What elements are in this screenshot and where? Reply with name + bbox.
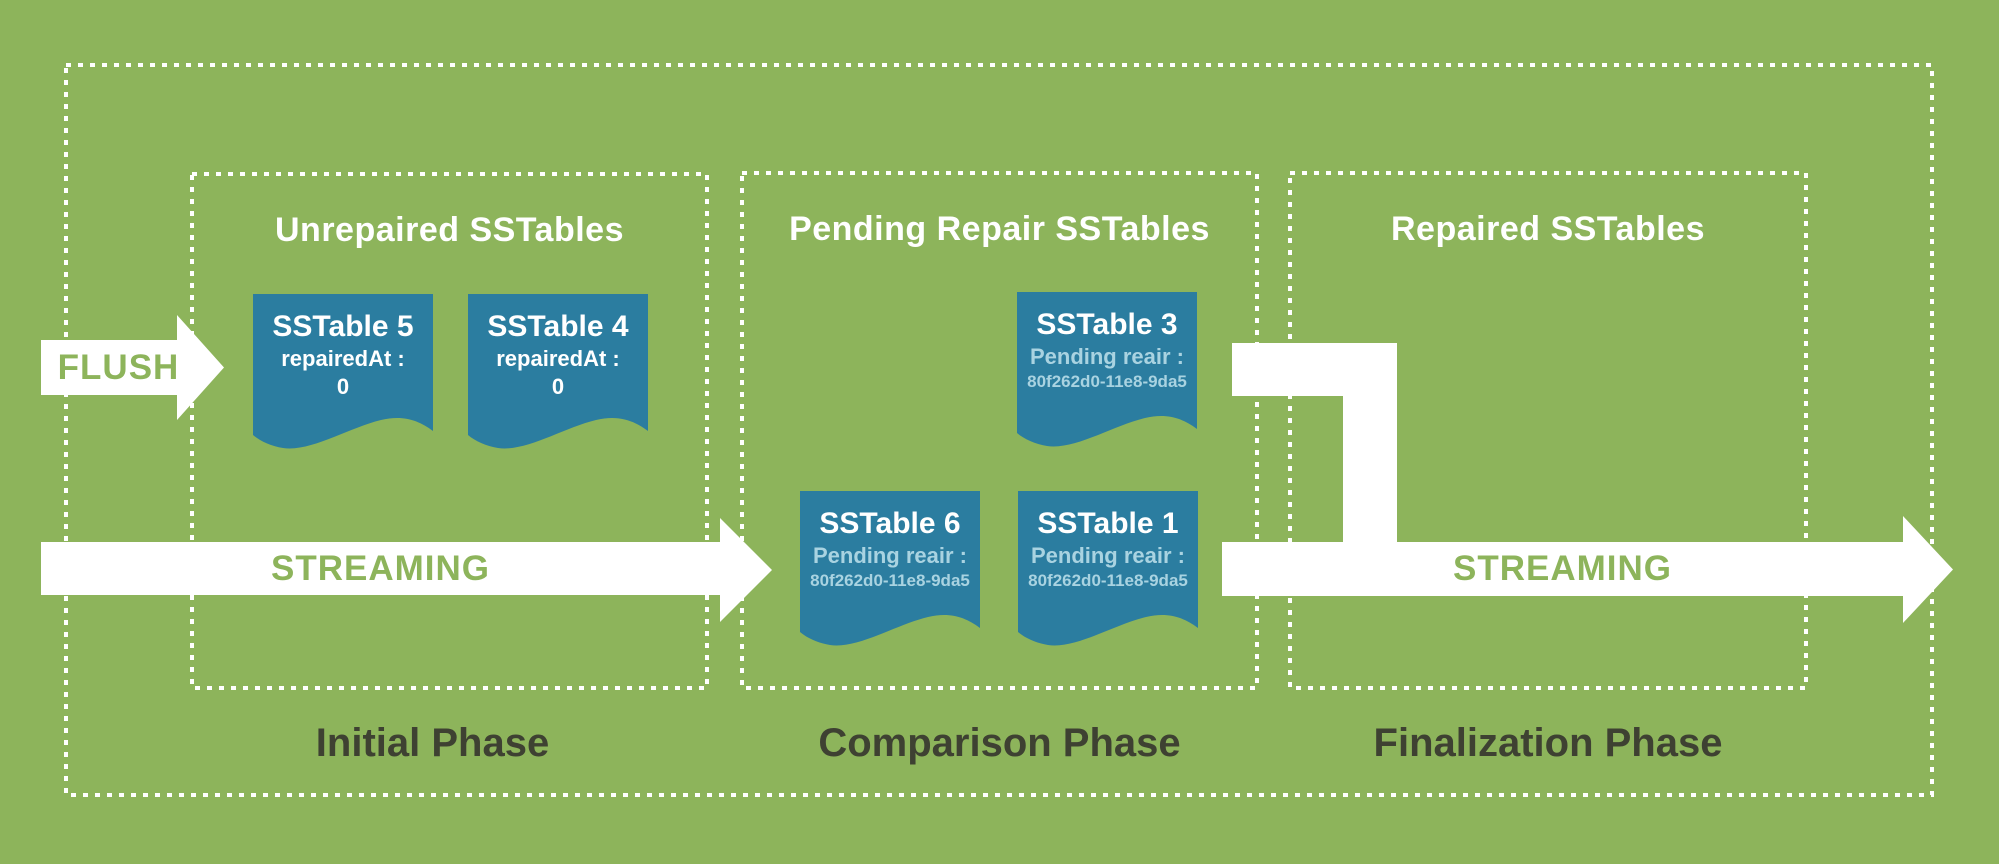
outer-boundary-box [64, 63, 1934, 797]
sstable-field-value: 0 [551, 374, 565, 399]
elbow-connector-shape [1232, 343, 1397, 545]
sstable-card-1: SSTable 1 Pending reair : 80f262d0-11e8-… [1018, 491, 1198, 649]
sstable-field-value: 80f262d0-11e8-9da5 [810, 571, 970, 590]
sstable-field-label: Pending reair : [1030, 543, 1186, 568]
flush-arrow-label: FLUSH [57, 347, 180, 387]
unrepaired-section-box [190, 172, 709, 690]
sstable-flag-shape-icon [468, 294, 648, 449]
phase-label-finalization: Finalization Phase [1373, 721, 1723, 765]
streaming-right-arrow-label: STREAMING [1453, 549, 1672, 588]
streaming-right-arrow-shape [1222, 516, 1953, 623]
sstable-card-6: SSTable 6 Pending reair : 80f262d0-11e8-… [800, 491, 980, 649]
sstable-card-4: SSTable 4 repairedAt : 0 [468, 294, 648, 452]
section-title-pending-repair: Pending Repair SSTables [789, 210, 1210, 248]
sstable-field-label: Pending reair : [812, 543, 968, 568]
flush-arrow-shape [41, 315, 224, 420]
sstable-name: SSTable 3 [1036, 308, 1178, 341]
sstable-field-label: repairedAt : [496, 346, 620, 371]
sstable-name: SSTable 1 [1037, 507, 1179, 540]
sstable-field-value: 0 [336, 374, 350, 399]
streaming-left-arrow-label: STREAMING [271, 548, 490, 588]
sstable-flag-shape-icon [800, 491, 980, 646]
phase-label-initial: Initial Phase [315, 721, 550, 765]
sstable-card-3: SSTable 3 Pending reair : 80f262d0-11e8-… [1017, 292, 1197, 450]
pending-repair-section-box [740, 171, 1259, 690]
streaming-left-arrow-shape [41, 518, 772, 622]
sstable-name: SSTable 4 [487, 310, 629, 343]
section-title-unrepaired: Unrepaired SSTables [275, 211, 624, 249]
sstable-field-value: 80f262d0-11e8-9da5 [1028, 571, 1188, 590]
sstable-field-label: Pending reair : [1029, 344, 1185, 369]
sstable-name: SSTable 6 [819, 507, 961, 540]
repaired-section-box [1288, 171, 1808, 690]
sstable-flag-shape-icon [1018, 491, 1198, 646]
sstable-card-5: SSTable 5 repairedAt : 0 [253, 294, 433, 452]
sstable-flag-shape-icon [253, 294, 433, 449]
section-title-repaired: Repaired SSTables [1391, 210, 1705, 248]
phase-label-comparison: Comparison Phase [818, 721, 1181, 765]
sstable-name: SSTable 5 [272, 310, 414, 343]
sstable-flag-shape-icon [1017, 292, 1197, 447]
sstable-field-value: 80f262d0-11e8-9da5 [1027, 372, 1187, 391]
sstable-field-label: repairedAt : [281, 346, 405, 371]
